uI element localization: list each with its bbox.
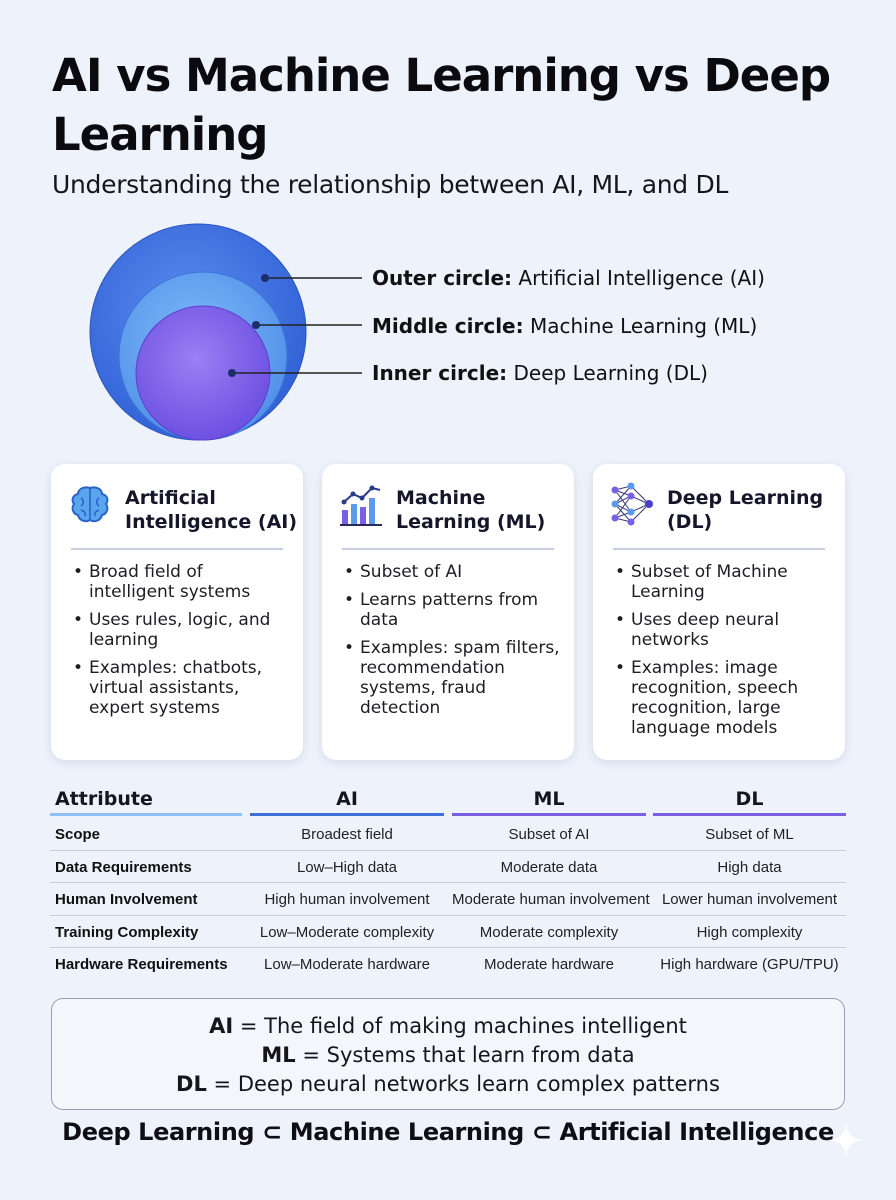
nested-circles-diagram: Outer circle: Artificial Intelligence (A… — [0, 220, 896, 450]
table-cell: Lower human involvement — [661, 891, 838, 908]
card-ai-bullet: Uses rules, logic, and learning — [73, 610, 289, 650]
leader-dot-dl — [228, 369, 236, 377]
page-title: AI vs Machine Learning vs Deep Learning — [52, 49, 831, 161]
table-body: Scope Broadest field Subset of AI Subset of… — [50, 818, 846, 981]
table-header-dl: DL — [735, 788, 764, 810]
card-ai-bullets: Broad field of intelligent systems Uses … — [73, 562, 289, 726]
card-dl-bullet: Uses deep neural networks — [615, 610, 831, 650]
table-header-ml: ML — [533, 788, 565, 810]
card-ml-bullets: Subset of AI Learns patterns from data E… — [344, 562, 560, 726]
card-ml-bullet: Examples: spam filters, recommendation s… — [344, 638, 560, 718]
table-cell-attribute: Human Involvement — [55, 891, 198, 908]
header-underline-dl — [653, 813, 846, 816]
sparkle-icon — [828, 1122, 864, 1158]
table-cell: Subset of ML — [705, 826, 794, 843]
summary-text-ml: = Systems that learn from data — [295, 1043, 635, 1067]
card-ai-bullet: Examples: chatbots, virtual assistants, … — [73, 658, 289, 718]
comparison-table: Attribute AI ML DL Scope Broadest field Su… — [50, 782, 846, 981]
card-ml: Machine Learning (ML) Subset of AI Learn… — [322, 464, 574, 760]
table-row: Training Complexity Low–Moderate complexi… — [50, 916, 846, 948]
card-ai-bullet: Broad field of intelligent systems — [73, 562, 289, 602]
table-row: Data Requirements Low–High data Moderate d… — [50, 851, 846, 883]
table-cell: High hardware (GPU/TPU) — [660, 956, 839, 973]
label-outer-prefix: Outer circle: — [372, 266, 513, 290]
card-ai-divider — [71, 548, 283, 550]
header-underline-ml — [452, 813, 646, 816]
summary-line-dl: DL = Deep neural networks learn complex … — [52, 1070, 844, 1099]
table-cell: Moderate human involvement — [452, 891, 650, 908]
header-underline-attribute — [50, 813, 242, 816]
summary-term-ai: AI — [209, 1014, 234, 1038]
table-cell: Low–Moderate complexity — [259, 923, 435, 941]
summary-text-ai: = The field of making machines intellige… — [233, 1014, 687, 1038]
leader-dot-ml — [252, 321, 260, 329]
summary-term-dl: DL — [176, 1072, 207, 1096]
card-ml-title: Machine Learning (ML) — [396, 487, 546, 533]
card-ml-bullet: Learns patterns from data — [344, 590, 560, 630]
table-cell: Moderate data — [500, 858, 598, 876]
table-cell: Moderate complexity — [479, 923, 619, 941]
card-ai-title: Artificial Intelligence (AI) — [125, 487, 298, 533]
table-cell-attribute: Data Requirements — [55, 858, 192, 876]
summary-text-dl: = Deep neural networks learn complex pat… — [206, 1072, 720, 1096]
label-inner-text: Deep Learning (DL) — [513, 361, 708, 385]
brain-icon — [71, 486, 109, 523]
table-cell: Low–Moderate hardware — [264, 956, 430, 973]
table-row: Scope Broadest field Subset of AI Subset of… — [50, 818, 846, 851]
card-dl-title: Deep Learning (DL) — [667, 487, 824, 533]
table-header-attribute: Attribute — [55, 788, 153, 810]
label-outer-text: Artificial Intelligence (AI) — [518, 266, 765, 290]
table-row: Hardware Requirements Low–Moderate hardwa… — [50, 948, 846, 981]
table-cell-attribute: Training Complexity — [55, 923, 199, 941]
card-dl: Deep Learning (DL) Subset of Machine Lea… — [593, 464, 845, 760]
summary-line-ml: ML = Systems that learn from data — [52, 1041, 844, 1070]
card-dl-bullet: Examples: image recognition, speech reco… — [615, 658, 831, 738]
subset-relationship-footer: Deep Learning ⊂ Machine Learning ⊂ Artif… — [62, 1118, 834, 1146]
bar-chart-trend-icon — [340, 485, 382, 526]
table-cell: Low–High data — [296, 858, 398, 876]
leader-dot-ai — [261, 274, 269, 282]
table-cell: High human involvement — [264, 891, 430, 908]
card-ml-bullet: Subset of AI — [344, 562, 560, 582]
header-underline-ai — [250, 813, 444, 816]
card-dl-bullet: Subset of Machine Learning — [615, 562, 831, 602]
table-cell-attribute: Hardware Requirements — [55, 956, 228, 973]
summary-line-ai: AI = The field of making machines intell… — [52, 1012, 844, 1041]
label-middle-prefix: Middle circle: — [372, 314, 524, 338]
page-subtitle: Understanding the relationship between A… — [52, 170, 729, 199]
summary-term-ml: ML — [261, 1043, 296, 1067]
label-inner-circle: Inner circle: Deep Learning (DL) — [372, 361, 708, 385]
table-header-row: Attribute AI ML DL — [50, 782, 846, 818]
card-ml-divider — [342, 548, 554, 550]
label-inner-prefix: Inner circle: — [372, 361, 508, 385]
venn-circles — [89, 223, 362, 441]
table-cell: Subset of AI — [508, 826, 590, 843]
table-header-ai: AI — [336, 788, 358, 810]
card-ai: Artificial Intelligence (AI) Broad field… — [51, 464, 303, 760]
table-cell: Moderate hardware — [483, 956, 615, 973]
label-outer-circle: Outer circle: Artificial Intelligence (A… — [372, 266, 765, 290]
table-row: Human Involvement High human involvement M… — [50, 883, 846, 916]
card-dl-bullets: Subset of Machine Learning Uses deep neu… — [615, 562, 831, 746]
table-cell: High complexity — [696, 923, 803, 941]
label-middle-text: Machine Learning (ML) — [529, 314, 758, 338]
summary-box: AI = The field of making machines intell… — [51, 998, 845, 1110]
table-cell: Broadest field — [301, 826, 393, 843]
label-middle-circle: Middle circle: Machine Learning (ML) — [372, 314, 757, 338]
table-cell: High data — [717, 858, 782, 876]
card-dl-divider — [613, 548, 825, 550]
neural-network-icon — [611, 482, 653, 526]
table-cell-attribute: Scope — [55, 826, 101, 843]
